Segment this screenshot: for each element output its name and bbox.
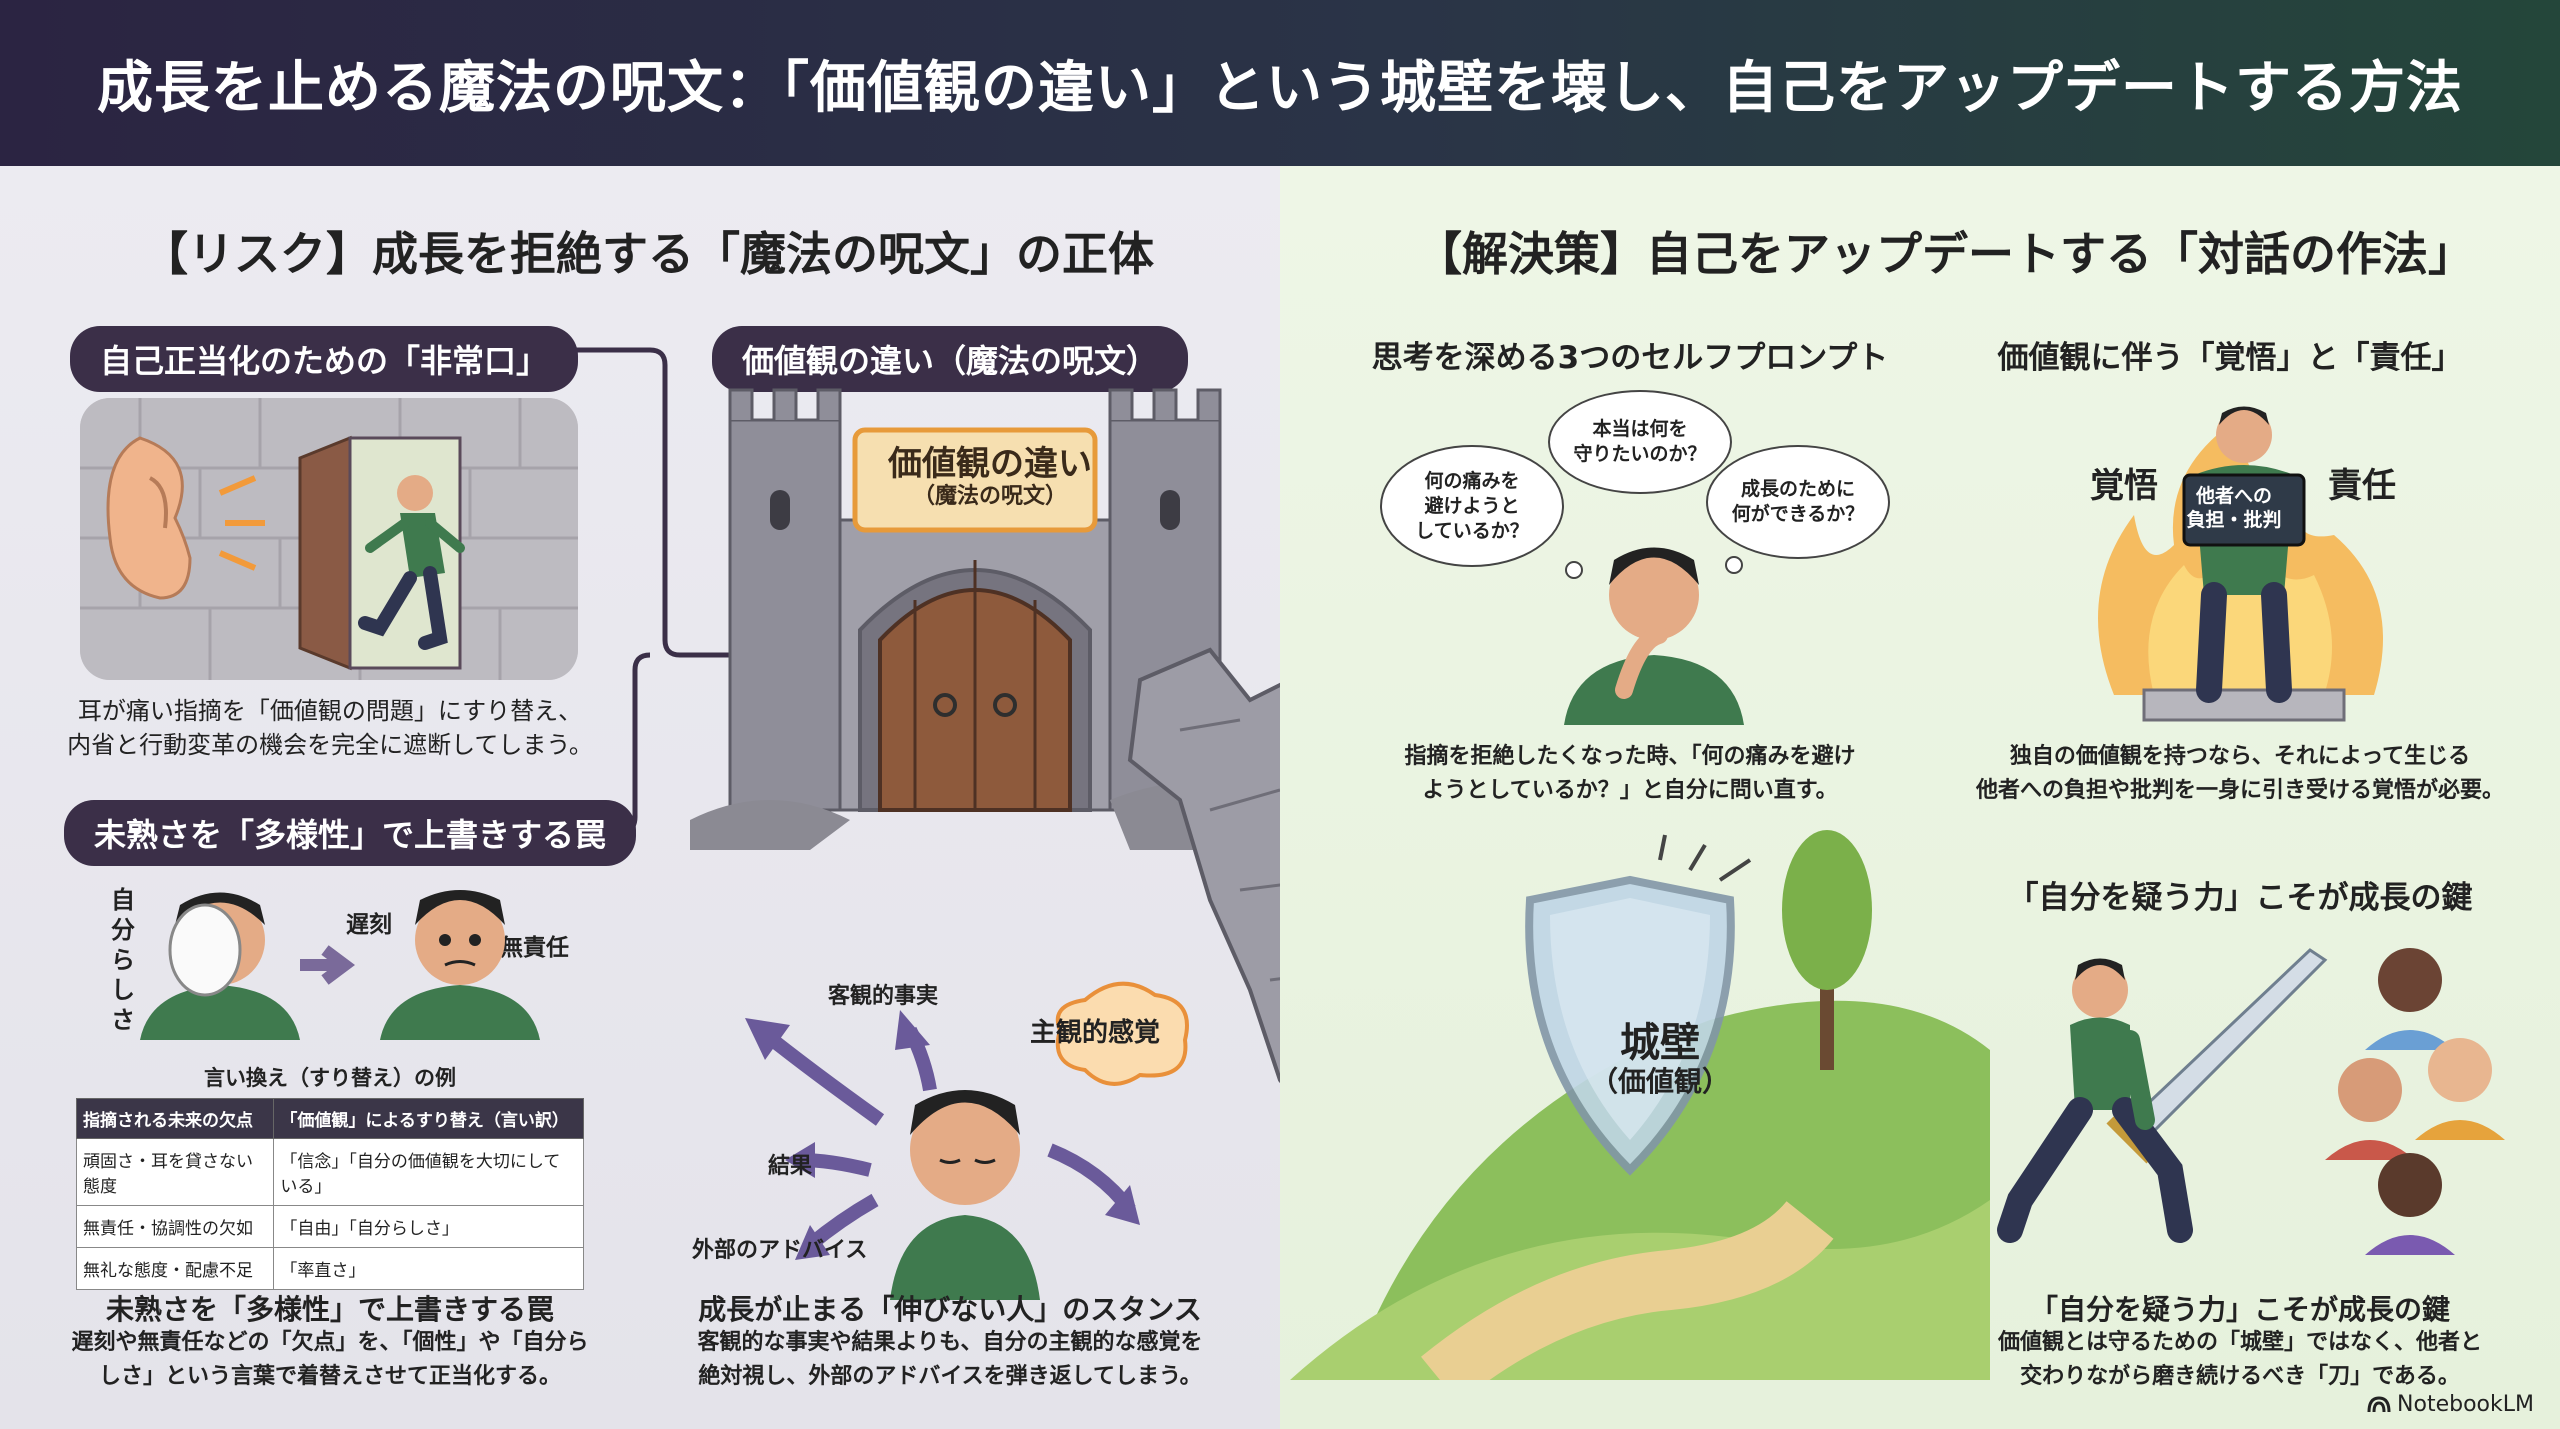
- table-header: 指摘される未来の欠点: [75, 1098, 275, 1139]
- solution-section-title: 【解決策】自己をアップデートする「対話の作法」: [1416, 227, 2474, 281]
- table-cell: 無礼な態度・配慮不足: [75, 1247, 275, 1290]
- page-title: 成長を止める魔法の呪文：「価値観の違い」という城壁を壊し、自己をアップデートする…: [97, 55, 2463, 121]
- table-cell: 「率直さ」: [273, 1247, 584, 1290]
- irresponsible-label: 無責任: [500, 935, 569, 961]
- trap-subtitle: 未熟さを「多様性」で上書きする罠: [105, 1293, 554, 1326]
- stance-caption: 客観的な事実や結果よりも、自分の主観的な感覚を 絶対視し、外部のアドバイスを弾き…: [697, 1330, 1203, 1389]
- castle-pill: 価値観の違い（魔法の呪文）: [712, 326, 1189, 392]
- exit-pill: 自己正当化のための「非常口」: [70, 326, 579, 392]
- doubt-heading: 「自分を疑う力」こそが成長の鍵: [2007, 880, 2473, 916]
- resolve-subtitle: 価値観に伴う「覚悟」と「責任」: [1997, 340, 2463, 376]
- trap-caption: 遅刻や無責任などの「欠点」を、「個性」や「自分ら しさ」という言葉で着替えさせて…: [71, 1330, 589, 1389]
- sword-person-illustration: [1997, 948, 2505, 1255]
- stance-subtitle: 成長が止まる「伸びない人」のスタンス: [698, 1293, 1202, 1326]
- thought-bubble-1: 何の痛みを 避けようと しているか？: [1380, 445, 1564, 567]
- thought-bubble-2: 本当は何を 守りたいのか？: [1548, 390, 1732, 494]
- notebooklm-logo: NotebookLM: [2367, 1392, 2534, 1417]
- responsibility-label: 責任: [2328, 466, 2396, 506]
- thought-bubble-3: 成長のために 何ができるか？: [1706, 445, 1890, 559]
- castle-sign-main: 価値観の違い: [888, 444, 1092, 484]
- burden-person-illustration: [2098, 406, 2383, 722]
- notebooklm-icon: [2367, 1395, 2391, 1412]
- self-label: 自分らしさ: [111, 886, 135, 1034]
- doubt-caption: 価値観とは守るための「城壁」ではなく、他者と 交わりながら磨き続けるべき「刀」で…: [1997, 1330, 2482, 1389]
- table-row: 無責任・協調性の欠如 「自由」「自分らしさ」: [75, 1205, 584, 1248]
- exit-caption: 耳が痛い指摘を「価値観の問題」にすり替え、 内省と行動変革の機会を完全に遮断して…: [67, 697, 593, 759]
- burden-sign: 他者への 負担・批判: [2186, 485, 2282, 531]
- risk-section-title: 【リスク】成長を拒絶する「魔法の呪文」の正体: [142, 227, 1154, 281]
- table-cell: 無責任・協調性の欠如: [75, 1205, 275, 1248]
- objective-facts-label: 客観的事実: [828, 984, 939, 1009]
- table-row: 無礼な態度・配慮不足 「率直さ」: [75, 1247, 584, 1290]
- table-cell: 「自由」「自分らしさ」: [273, 1205, 584, 1248]
- subjective-label: 主観的感覚: [1030, 1018, 1161, 1048]
- emergency-exit-illustration: [80, 398, 578, 680]
- castle-illustration: [690, 388, 1280, 850]
- substitution-table: 指摘される未来の欠点 「価値観」によるすり替え（言い訳） 頑固さ・耳を貸さない態…: [75, 1098, 584, 1290]
- prompts-caption: 指摘を拒絶したくなった時、「何の痛みを避け ようとしているか？」と自分に問い直す…: [1404, 744, 1856, 803]
- prompts-subtitle: 思考を深める3つのセルフプロンプト: [1371, 340, 1889, 376]
- castle-sign-sub: （魔法の呪文）: [912, 484, 1067, 509]
- advice-label: 外部のアドバイス: [692, 1238, 868, 1263]
- example-table-title: 言い換え（すり替え）の例: [204, 1066, 456, 1090]
- mask-illustration: [140, 890, 540, 1040]
- result-label: 結果: [768, 1154, 813, 1179]
- shield-landscape-illustration: [1290, 830, 1990, 1380]
- table-cell: 頑固さ・耳を貸さない態度: [75, 1138, 275, 1206]
- late-label: 遅刻: [346, 912, 392, 938]
- brand-label: NotebookLM: [2397, 1392, 2534, 1417]
- resolve-caption: 独自の価値観を持つなら、それによって生じる 他者への負担や批判を一身に引き受ける…: [1975, 744, 2504, 803]
- stance-illustration: [745, 981, 1189, 1300]
- table-header: 「価値観」によるすり替え（言い訳）: [273, 1098, 584, 1139]
- shield-main-label: 城壁: [1620, 1020, 1700, 1066]
- header-bar: 成長を止める魔法の呪文：「価値観の違い」という城壁を壊し、自己をアップデートする…: [0, 0, 2560, 166]
- doubt-subtitle: 「自分を疑う力」こそが成長の鍵: [2029, 1293, 2450, 1326]
- shield-sub-label: （価値観）: [1589, 1065, 1730, 1098]
- trap-pill: 未熟さを「多様性」で上書きする罠: [64, 800, 637, 866]
- table-cell: 「信念」「自分の価値観を大切にしている」: [273, 1138, 584, 1206]
- thinking-person-illustration: [1564, 547, 1744, 725]
- table-row: 頑固さ・耳を貸さない態度 「信念」「自分の価値観を大切にしている」: [75, 1138, 584, 1206]
- resolve-label: 覚悟: [2090, 466, 2158, 506]
